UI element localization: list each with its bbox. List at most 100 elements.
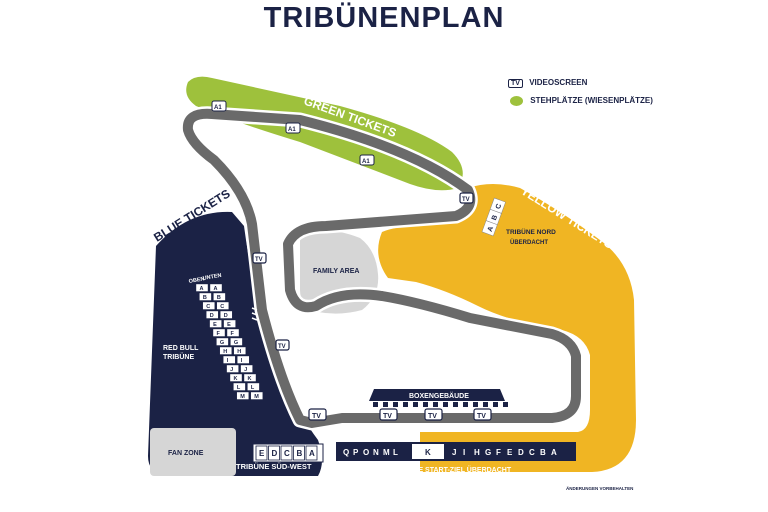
sued-west-block-label: D	[272, 449, 278, 458]
red-bull-block-label: M	[254, 394, 259, 400]
red-bull-block-label: H	[223, 349, 227, 355]
red-bull-block[interactable]	[205, 310, 219, 319]
checker-square	[368, 402, 373, 407]
green-dot-icon	[510, 96, 523, 106]
red-bull-block[interactable]	[247, 382, 260, 391]
start-ziel-block-label[interactable]: A	[551, 448, 557, 457]
red-bull-block-label: J	[230, 367, 233, 373]
sued-west-label: TRIBÜNE SÜD-WEST	[236, 462, 312, 471]
start-ziel-block-label[interactable]: L	[393, 448, 398, 457]
start-ziel-block-label[interactable]: P	[353, 448, 359, 457]
red-bull-block[interactable]	[250, 391, 264, 400]
red-bull-block[interactable]	[229, 373, 243, 382]
red-bull-block[interactable]	[216, 337, 229, 346]
red-bull-block[interactable]	[226, 328, 240, 337]
start-ziel-block-label[interactable]: H	[474, 448, 480, 457]
tribuene-nord-label: TRIBÜNE NORD	[506, 227, 556, 236]
start-ziel-block-label[interactable]: E	[507, 448, 513, 457]
red-bull-block-label: E	[227, 322, 231, 328]
tv-screen-5[interactable]: TV	[379, 408, 398, 421]
tv-icon: TV	[477, 413, 486, 420]
legend-videoscreen-label: VIDEOSCREEN	[529, 78, 588, 87]
start-ziel-block-label[interactable]: G	[485, 448, 491, 457]
tv-screen-6[interactable]: TV	[424, 408, 443, 421]
sued-west-block[interactable]	[268, 445, 280, 461]
start-finish-checker	[368, 402, 508, 407]
tv-icon: TV	[278, 344, 286, 350]
tv-screen-3[interactable]: TV	[275, 339, 290, 351]
red-bull-block[interactable]	[195, 283, 209, 292]
red-bull-block-label: M	[240, 394, 245, 400]
tv-screen-7[interactable]: TV	[473, 408, 492, 421]
start-ziel-block-label[interactable]: D	[518, 448, 524, 457]
red-bull-block-label: D	[210, 313, 214, 319]
red-bull-block-label: K	[248, 376, 252, 382]
nord-block-c[interactable]	[489, 197, 506, 214]
sued-west-block[interactable]	[255, 445, 268, 461]
red-bull-block-label: K	[234, 376, 238, 382]
sued-west-block[interactable]	[305, 445, 318, 461]
checker-square	[398, 402, 403, 407]
red-bull-block[interactable]	[219, 346, 233, 355]
start-ziel-stand	[336, 442, 576, 461]
red-bull-block[interactable]	[236, 391, 250, 400]
start-ziel-block-label[interactable]: Q	[343, 448, 349, 457]
red-bull-block[interactable]	[233, 346, 247, 355]
red-bull-block-label: C	[206, 304, 210, 310]
start-ziel-block-label[interactable]: C	[529, 448, 535, 457]
red-bull-block[interactable]	[222, 355, 236, 364]
red-bull-block-label: A	[200, 286, 204, 292]
red-bull-block-label: I	[227, 358, 229, 364]
tv-screen-1[interactable]: TV	[459, 192, 474, 204]
red-bull-block[interactable]	[213, 292, 226, 301]
start-ziel-block-label[interactable]: M	[383, 448, 390, 457]
red-bull-block-label: G	[234, 340, 238, 346]
red-bull-block[interactable]	[199, 292, 212, 301]
start-ziel-block-label[interactable]: J	[452, 448, 456, 457]
start-ziel-block-label[interactable]: I	[463, 448, 465, 457]
checker-square	[378, 402, 383, 407]
red-bull-block-label: I	[241, 358, 243, 364]
red-bull-block[interactable]	[209, 283, 223, 292]
red-bull-block-label: B	[203, 295, 207, 301]
boxengebaeude-label: BOXENGEBÄUDE	[409, 392, 469, 400]
start-ziel-block-label[interactable]: O	[363, 448, 369, 457]
legend-standing: STEHPLÄTZE (WIESENPLÄTZE)	[510, 96, 653, 106]
yellow-tickets-area[interactable]	[378, 184, 636, 472]
red-bull-block[interactable]	[212, 328, 226, 337]
red-bull-block[interactable]	[209, 319, 222, 328]
checker-square	[498, 402, 503, 407]
red-bull-block[interactable]	[230, 337, 243, 346]
red-bull-block[interactable]	[223, 319, 236, 328]
start-ziel-block-label[interactable]: N	[373, 448, 379, 457]
tv-screen-2[interactable]: TV	[252, 252, 267, 264]
red-bull-block-label: D	[224, 313, 228, 319]
red-bull-block-label: G	[220, 340, 224, 346]
red-bull-block[interactable]	[240, 364, 253, 373]
start-ziel-center-block[interactable]	[412, 444, 444, 459]
a1-badge-3: A1	[359, 154, 375, 166]
red-bull-block[interactable]	[236, 355, 250, 364]
fan-zone-label: FAN ZONE	[168, 450, 204, 457]
red-bull-block-label: C	[220, 304, 224, 310]
sued-west-block[interactable]	[293, 445, 305, 461]
tribuene-nord-sub: ÜBERDACHT	[510, 239, 548, 246]
red-bull-block[interactable]	[233, 382, 246, 391]
svg-text:C: C	[495, 203, 503, 210]
fan-zone-area[interactable]	[150, 428, 236, 476]
sued-west-block-label: A	[309, 449, 315, 458]
red-bull-block-label: L	[251, 385, 255, 391]
start-ziel-block-label[interactable]: K	[425, 448, 431, 457]
tv-screen-4[interactable]: TV	[308, 408, 327, 421]
sued-west-block[interactable]	[280, 445, 293, 461]
start-ziel-block-label[interactable]: F	[496, 448, 501, 457]
red-bull-block[interactable]	[216, 301, 230, 310]
red-bull-block[interactable]	[243, 373, 257, 382]
tv-icon: TV	[255, 257, 263, 263]
start-ziel-block-label[interactable]: B	[540, 448, 546, 457]
tv-icon: TV	[312, 413, 321, 420]
red-bull-label-line2: TRIBÜNE	[163, 352, 194, 361]
red-bull-block[interactable]	[219, 310, 233, 319]
red-bull-block[interactable]	[226, 364, 239, 373]
red-bull-block[interactable]	[202, 301, 216, 310]
